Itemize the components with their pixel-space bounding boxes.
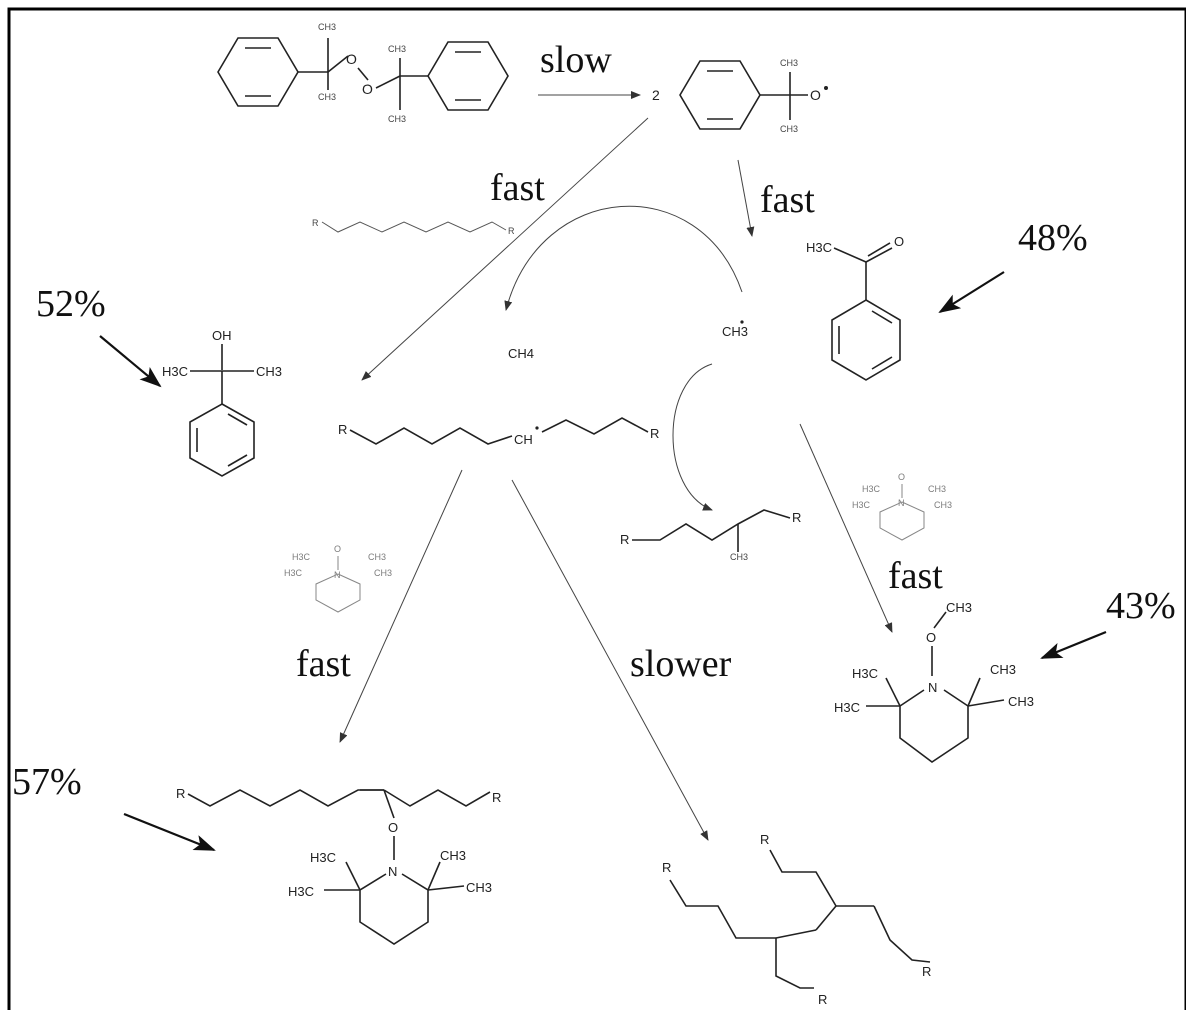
tempo-right-o: O xyxy=(898,472,905,482)
alkyl-tempo-n: N xyxy=(388,864,397,879)
arrow-polymer-to-alkyl-tempo xyxy=(339,469,463,743)
dicumyl-peroxide: CH3 CH3 O O CH3 CH3 xyxy=(217,22,509,124)
branched-ch3: CH3 xyxy=(730,552,748,562)
methyl-tempo-ch3: CH3 xyxy=(946,600,972,615)
label-slow: slow xyxy=(540,39,612,81)
tempo-left-o: O xyxy=(334,544,341,554)
frame-border xyxy=(7,7,1186,1010)
peroxide-ch3-2: CH3 xyxy=(318,92,336,102)
crosslink-r-2: R xyxy=(922,964,931,979)
branched-r-left: R xyxy=(620,532,629,547)
polymer-radical-dot xyxy=(535,426,539,430)
pct-cumyl-alcohol: 52% xyxy=(36,283,106,325)
polymer-radical-r-right: R xyxy=(650,426,659,441)
methyl-radical-dot xyxy=(740,320,744,324)
cumyloxy-ch3-bottom: CH3 xyxy=(780,124,798,134)
label-fast-bottom-left: fast xyxy=(296,643,351,685)
methyl-tempo-ch3-1: CH3 xyxy=(990,662,1016,677)
cumyloxy-coefficient: 2 xyxy=(652,87,660,103)
cumyl-alcohol-h3c: H3C xyxy=(162,364,188,379)
cumyloxy-o: O xyxy=(810,87,821,103)
polymer-radical-ch: CH xyxy=(514,432,533,447)
crosslink-r-1: R xyxy=(760,832,769,847)
cumyl-alcohol-ch3: CH3 xyxy=(256,364,282,379)
alkyl-tempo: R R O N H3C H3C CH3 CH3 xyxy=(176,786,501,945)
arrow-52-pointer xyxy=(99,335,162,388)
peroxide-ch3-1: CH3 xyxy=(318,22,336,32)
methyl-tempo: CH3 O N H3C H3C CH3 CH3 xyxy=(834,600,1034,763)
peroxide-ch3-4: CH3 xyxy=(388,114,406,124)
alkyl-tempo-ch3-2: CH3 xyxy=(466,880,492,895)
pct-methyl-tempo: 43% xyxy=(1106,585,1176,627)
crosslinked-product: R R R R xyxy=(662,832,931,1007)
cumyl-alcohol: OH H3C CH3 xyxy=(162,328,282,477)
methyl-tempo-h3c-1: H3C xyxy=(852,666,878,681)
peroxide-ch3-3: CH3 xyxy=(388,44,406,54)
arrow-h-abstraction-curve xyxy=(504,205,743,311)
label-fast-top-right: fast xyxy=(760,179,815,221)
tempo-right-me2: H3C xyxy=(852,500,871,510)
chain-r-left: R xyxy=(312,218,319,228)
methyl-tempo-h3c-2: H3C xyxy=(834,700,860,715)
tempo-right-me3: CH3 xyxy=(928,484,946,494)
methyl-branched-chain: R R CH3 xyxy=(620,509,801,562)
arrow-methyl-to-methyl-tempo xyxy=(799,423,893,633)
tempo-left-me1: H3C xyxy=(292,552,311,562)
arrow-cumyloxy-to-polymer xyxy=(361,117,649,381)
arrow-43-pointer xyxy=(1040,630,1107,660)
crosslink-r-3: R xyxy=(662,860,671,875)
cumyl-alcohol-oh: OH xyxy=(212,328,232,343)
alkyl-tempo-o: O xyxy=(388,820,398,835)
tempo-left-n: N xyxy=(334,570,341,580)
cumyloxy-ch3-top: CH3 xyxy=(780,58,798,68)
label-slower: slower xyxy=(630,643,732,685)
polymer-radical-r-left: R xyxy=(338,422,347,437)
tempo-left-me2: H3C xyxy=(284,568,303,578)
arrow-57-pointer xyxy=(123,812,216,852)
radical-dot xyxy=(824,86,828,90)
methyl-tempo-n: N xyxy=(928,680,937,695)
label-fast-mid-right: fast xyxy=(888,555,943,597)
label-fast-top-left: fast xyxy=(490,167,545,209)
alkyl-tempo-r-left: R xyxy=(176,786,185,801)
arrow-48-pointer xyxy=(938,271,1005,314)
branched-r-right: R xyxy=(792,510,801,525)
polymer-chain-top: R R xyxy=(312,218,515,236)
acetophenone-h3c: H3C xyxy=(806,240,832,255)
arrow-methyl-addition-curve xyxy=(672,363,713,511)
alkyl-tempo-ch3-1: CH3 xyxy=(440,848,466,863)
arrow-polymer-to-crosslink xyxy=(511,479,709,841)
alkyl-tempo-h3c-2: H3C xyxy=(288,884,314,899)
tempo-right-me1: H3C xyxy=(862,484,881,494)
crosslink-r-4: R xyxy=(818,992,827,1007)
tempo-left-me4: CH3 xyxy=(374,568,392,578)
acetophenone-o: O xyxy=(894,234,904,249)
tempo-right-me4: CH3 xyxy=(934,500,952,510)
alkyl-tempo-r-right: R xyxy=(492,790,501,805)
tempo-reagent-left: O N H3C H3C CH3 CH3 xyxy=(284,544,392,613)
methyl-tempo-ch3-2: CH3 xyxy=(1008,694,1034,709)
alkyl-tempo-h3c-1: H3C xyxy=(310,850,336,865)
methane: CH4 xyxy=(508,346,534,361)
peroxide-o-1: O xyxy=(346,51,357,67)
methyl-tempo-o: O xyxy=(926,630,936,645)
chain-r-right: R xyxy=(508,226,515,236)
tempo-left-me3: CH3 xyxy=(368,552,386,562)
polymer-radical: R CH R xyxy=(338,417,659,447)
pct-alkyl-tempo: 57% xyxy=(12,761,82,803)
arrow-cumyloxy-to-acetophenone xyxy=(737,159,755,237)
tempo-right-n: N xyxy=(898,498,905,508)
acetophenone: H3C O xyxy=(806,234,904,381)
methyl-radical: CH3 xyxy=(722,324,748,339)
tempo-reagent-right: O N H3C H3C CH3 CH3 xyxy=(852,472,952,541)
pct-acetophenone: 48% xyxy=(1018,217,1088,259)
peroxide-o-2: O xyxy=(362,81,373,97)
cumyloxy-radical: 2 CH3 CH3 O xyxy=(652,58,828,134)
